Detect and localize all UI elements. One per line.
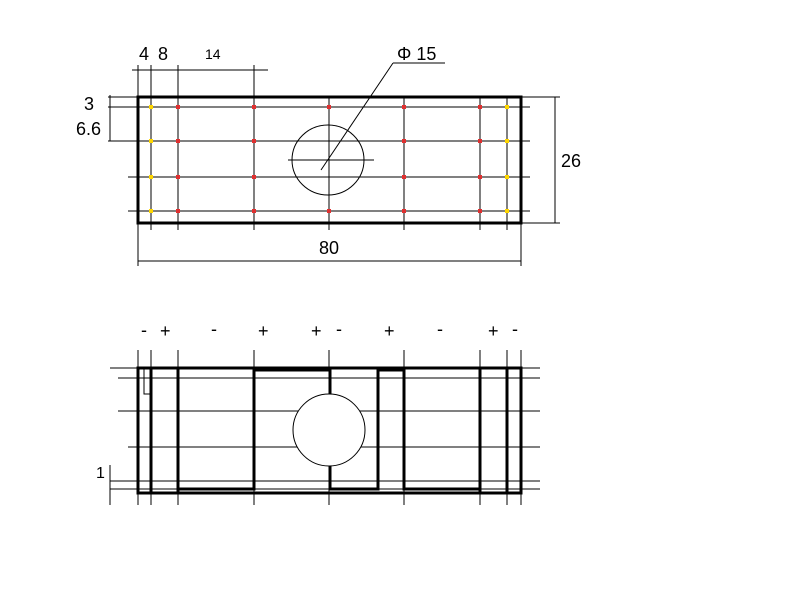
inner-point — [327, 209, 331, 213]
edge-point — [505, 105, 509, 109]
sign-label-10: - — [512, 319, 518, 339]
inner-point — [252, 105, 256, 109]
inner-point — [478, 209, 482, 213]
inner-point — [402, 175, 406, 179]
inner-point — [402, 209, 406, 213]
inner-point — [176, 105, 180, 109]
hole-leader-line — [320, 62, 394, 171]
inner-point — [176, 209, 180, 213]
dim-label-80: 80 — [319, 238, 339, 258]
inner-point — [176, 175, 180, 179]
edge-point — [505, 209, 509, 213]
inner-point — [478, 139, 482, 143]
dim-label-4: 4 — [139, 44, 149, 64]
inner-point — [478, 105, 482, 109]
top-view: 4 8 14 Φ 15 3 6.6 26 80 — [76, 44, 581, 266]
dim-label-hole: Φ 15 — [397, 44, 436, 64]
inner-point — [252, 175, 256, 179]
edge-point — [505, 175, 509, 179]
sign-label-3: - — [211, 319, 217, 339]
bottom-view: - + - + + - + - + - 1 — [96, 319, 540, 505]
inner-point — [176, 139, 180, 143]
edge-point — [149, 105, 153, 109]
sign-label-6: - — [336, 319, 342, 339]
inner-point — [478, 175, 482, 179]
dim-label-3: 3 — [84, 94, 94, 114]
inner-point — [402, 105, 406, 109]
dim-label-1: 1 — [96, 465, 105, 482]
dim-label-6-6: 6.6 — [76, 119, 101, 139]
dim-label-8: 8 — [158, 44, 168, 64]
sign-label-1: - — [141, 320, 147, 340]
sign-label-9: + — [488, 321, 499, 341]
hole-circle-bottom — [292, 393, 366, 467]
edge-point — [505, 139, 509, 143]
edge-point — [149, 139, 153, 143]
sign-label-5: + — [311, 321, 322, 341]
sign-label-4: + — [258, 321, 269, 341]
inner-point — [252, 209, 256, 213]
edge-point — [149, 209, 153, 213]
dim-label-14: 14 — [205, 46, 221, 62]
inner-point — [402, 139, 406, 143]
inner-point — [252, 139, 256, 143]
sign-label-8: - — [437, 319, 443, 339]
edge-point — [149, 175, 153, 179]
grid-points — [149, 105, 509, 213]
serpentine-path — [149, 368, 509, 495]
inner-point — [327, 105, 331, 109]
sign-label-2: + — [160, 321, 171, 341]
sign-label-7: + — [384, 321, 395, 341]
dim-label-26: 26 — [561, 151, 581, 171]
